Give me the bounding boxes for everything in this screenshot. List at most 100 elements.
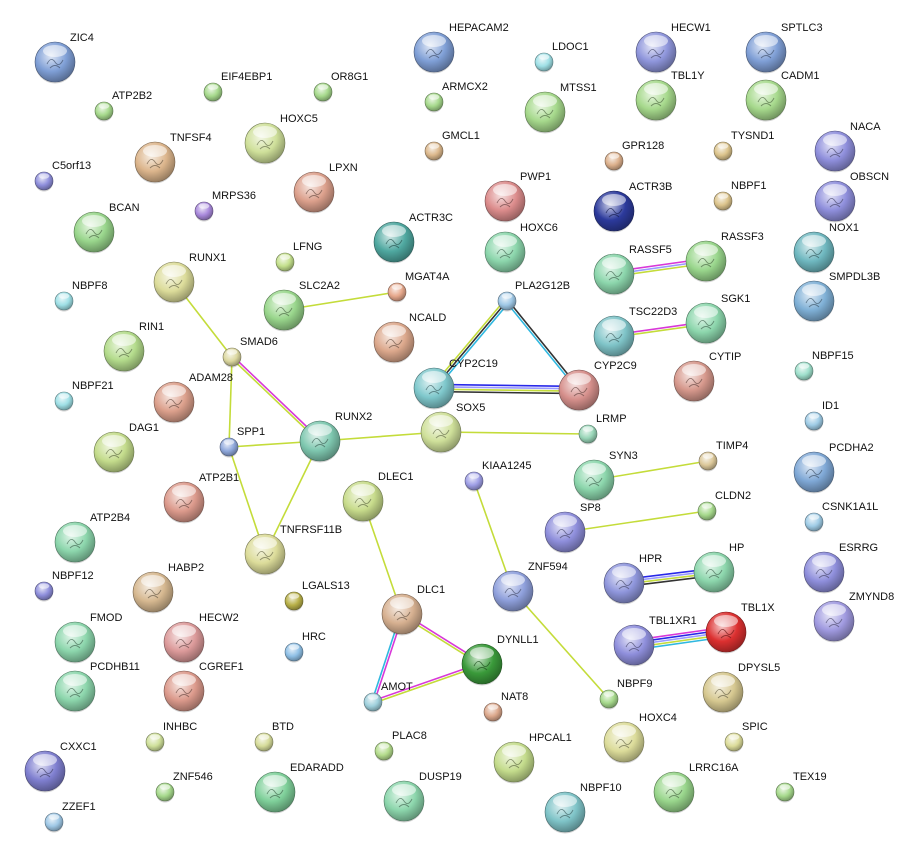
node-atp2b4[interactable]: ATP2B4	[54, 512, 130, 564]
edge-sox5-lrmp[interactable]	[440, 431, 589, 435]
node-tex19[interactable]: TEX19	[775, 771, 827, 803]
node-id1[interactable]: ID1	[804, 400, 839, 432]
node-dynll1[interactable]: DYNLL1	[461, 634, 539, 686]
node-sp8[interactable]: SP8	[544, 502, 601, 554]
node-znf594[interactable]: ZNF594	[492, 561, 568, 613]
node-dlec1[interactable]: DLEC1	[342, 471, 413, 523]
node-hrc[interactable]: HRC	[284, 631, 326, 663]
node-hpr[interactable]: HPR	[603, 553, 662, 605]
node-zzef1[interactable]: ZZEF1	[44, 801, 96, 833]
node-slc2a2[interactable]: SLC2A2	[263, 280, 340, 332]
node-cadm1[interactable]: CADM1	[745, 70, 820, 122]
node-pcdhb11[interactable]: PCDHB11	[54, 661, 140, 713]
node-hecw2[interactable]: HECW2	[163, 612, 239, 664]
node-nbpf10[interactable]: NBPF10	[544, 782, 622, 834]
node-nbpf12[interactable]: NBPF12	[34, 570, 94, 602]
node-cxxc1[interactable]: CXXC1	[24, 741, 97, 793]
node-smpdl3b[interactable]: SMPDL3B	[793, 271, 880, 323]
node-c5orf13[interactable]: C5orf13	[34, 160, 91, 192]
node-lfng[interactable]: LFNG	[275, 241, 322, 273]
node-edaradd[interactable]: EDARADD	[254, 762, 344, 814]
node-lgals13[interactable]: LGALS13	[284, 580, 350, 612]
node-plac8[interactable]: PLAC8	[374, 730, 427, 762]
node-pcdha2[interactable]: PCDHA2	[793, 442, 874, 494]
node-esrrg[interactable]: ESRRG	[803, 542, 878, 594]
node-tbl1xr1[interactable]: TBL1XR1	[613, 615, 697, 667]
node-fmod[interactable]: FMOD	[54, 612, 122, 664]
edge-runx2-tnfrsf11b[interactable]	[264, 440, 321, 555]
node-mgat4a[interactable]: MGAT4A	[387, 271, 450, 303]
node-znf546[interactable]: ZNF546	[155, 771, 213, 803]
node-dag1[interactable]: DAG1	[93, 422, 159, 474]
node-ldoc1[interactable]: LDOC1	[534, 41, 589, 73]
node-nat8[interactable]: NAT8	[483, 691, 528, 723]
node-hpcal1[interactable]: HPCAL1	[493, 732, 572, 784]
node-sgk1[interactable]: SGK1	[685, 293, 750, 345]
node-hecw1[interactable]: HECW1	[635, 22, 711, 74]
node-actr3b[interactable]: ACTR3B	[593, 181, 672, 233]
node-dpysl5[interactable]: DPYSL5	[702, 662, 780, 714]
node-tbl1x[interactable]: TBL1X	[705, 602, 775, 654]
node-pwp1[interactable]: PWP1	[484, 171, 551, 223]
node-actr3c[interactable]: ACTR3C	[373, 212, 453, 264]
node-sox5[interactable]: SOX5	[420, 402, 485, 454]
node-syn3[interactable]: SYN3	[573, 450, 638, 502]
node-adam28[interactable]: ADAM28	[153, 372, 233, 424]
node-nbpf9[interactable]: NBPF9	[599, 678, 652, 710]
node-or8g1[interactable]: OR8G1	[313, 71, 368, 103]
node-lrmp[interactable]: LRMP	[578, 413, 627, 445]
edge-smad6-runx2[interactable]	[230, 355, 322, 443]
edge-cyp2c19-cyp2c9[interactable]	[433, 383, 580, 395]
node-naca[interactable]: NACA	[814, 121, 881, 173]
node-ncald[interactable]: NCALD	[373, 312, 446, 364]
node-armcx2[interactable]: ARMCX2	[424, 81, 488, 113]
node-nbpf15[interactable]: NBPF15	[794, 350, 854, 382]
node-dusp19[interactable]: DUSP19	[383, 771, 462, 823]
node-amot[interactable]: AMOT	[363, 681, 413, 713]
node-gmcl1[interactable]: GMCL1	[424, 130, 480, 162]
node-dlc1[interactable]: DLC1	[381, 584, 445, 636]
node-rin1[interactable]: RIN1	[103, 321, 164, 373]
node-runx2[interactable]: RUNX2	[299, 411, 372, 463]
node-nox1[interactable]: NOX1	[793, 222, 859, 274]
node-timp4[interactable]: TIMP4	[698, 440, 748, 472]
node-hoxc6[interactable]: HOXC6	[484, 222, 558, 274]
node-zic4[interactable]: ZIC4	[34, 32, 94, 84]
node-eif4ebp1[interactable]: EIF4EBP1	[203, 71, 272, 103]
node-nbpf8[interactable]: NBPF8	[54, 280, 107, 312]
edge-znf594-nbpf9[interactable]	[512, 590, 610, 700]
node-nbpf1[interactable]: NBPF1	[713, 180, 766, 212]
node-obscn[interactable]: OBSCN	[814, 171, 889, 223]
node-csnk1a1l[interactable]: CSNK1A1L	[804, 501, 878, 533]
node-pla2g12b[interactable]: PLA2G12B	[497, 280, 570, 312]
node-cyp2c9[interactable]: CYP2C9	[558, 360, 637, 412]
node-spp1[interactable]: SPP1	[219, 426, 265, 458]
node-hp[interactable]: HP	[693, 542, 744, 594]
node-lpxn[interactable]: LPXN	[293, 162, 358, 214]
node-rassf5[interactable]: RASSF5	[593, 244, 672, 296]
node-atp2b2[interactable]: ATP2B2	[94, 90, 152, 122]
node-rassf3[interactable]: RASSF3	[685, 231, 764, 283]
node-atp2b1[interactable]: ATP2B1	[163, 472, 239, 524]
node-spic[interactable]: SPIC	[724, 721, 768, 753]
node-cytip[interactable]: CYTIP	[673, 351, 741, 403]
node-hepacam2[interactable]: HEPACAM2	[413, 22, 509, 74]
node-tysnd1[interactable]: TYSND1	[713, 130, 774, 162]
node-zmynd8[interactable]: ZMYND8	[813, 591, 894, 643]
node-btd[interactable]: BTD	[254, 721, 294, 753]
node-inhbc[interactable]: INHBC	[145, 721, 197, 753]
node-tnfsf4[interactable]: TNFSF4	[134, 132, 212, 184]
node-hoxc4[interactable]: HOXC4	[603, 712, 677, 764]
node-kiaa1245[interactable]: KIAA1245	[464, 460, 532, 492]
node-smad6[interactable]: SMAD6	[222, 336, 278, 368]
edge-smad6-spp1[interactable]	[228, 356, 233, 448]
node-tnfrsf11b[interactable]: TNFRSF11B	[244, 524, 342, 576]
node-lrrc16a[interactable]: LRRC16A	[653, 762, 739, 814]
node-mtss1[interactable]: MTSS1	[524, 82, 597, 134]
node-cldn2[interactable]: CLDN2	[697, 490, 751, 522]
node-cyp2c19[interactable]: CYP2C19	[413, 358, 498, 410]
node-bcan[interactable]: BCAN	[73, 202, 140, 254]
node-gpr128[interactable]: GPR128	[604, 140, 664, 172]
node-runx1[interactable]: RUNX1	[153, 252, 226, 304]
edge-sp8-cldn2[interactable]	[564, 510, 708, 533]
